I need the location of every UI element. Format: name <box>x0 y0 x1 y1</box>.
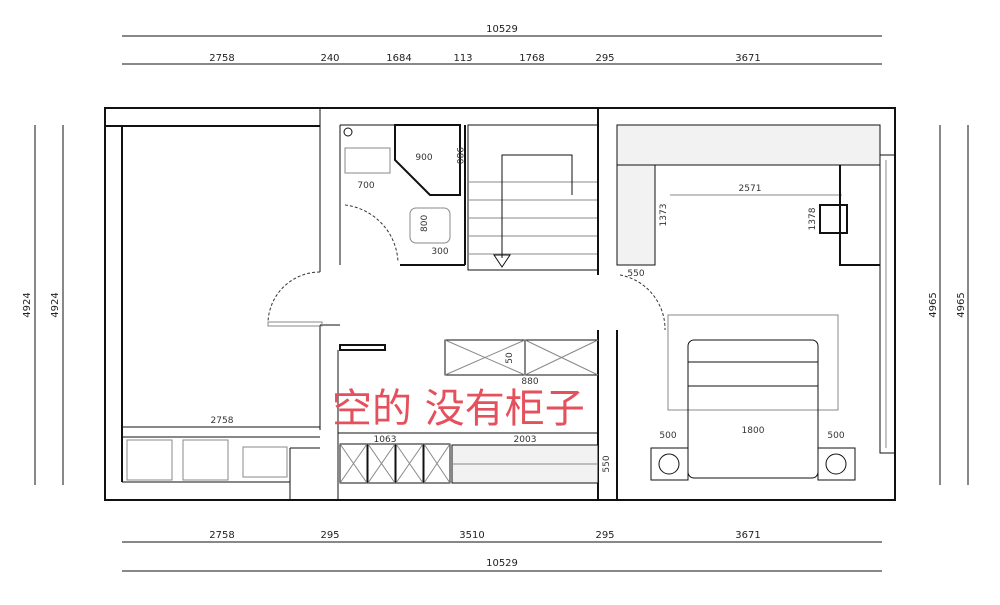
nightstand-left-label: 500 <box>659 431 676 441</box>
side-dimensions: 4924 4924 4965 4965 <box>22 125 969 485</box>
sink <box>242 446 288 478</box>
desk-height-label: 1378 <box>808 207 818 230</box>
dryer <box>182 439 229 481</box>
floor-drain <box>343 127 353 137</box>
cabinet-width-label: 880 <box>521 377 538 387</box>
lamp-icon <box>825 453 847 475</box>
dim-right-inner: 4965 <box>928 292 939 317</box>
wardrobe-width-label: 550 <box>627 269 644 279</box>
dim-left-inner: 4924 <box>50 292 61 317</box>
vanity-width-label: 700 <box>357 181 374 191</box>
dim-top-seg: 2758 <box>209 53 234 64</box>
dim-right-outer: 4965 <box>956 292 967 317</box>
bedroom: 1373 550 2571 1378 1800 500 500 <box>597 108 896 500</box>
stair-arrow-icon <box>493 254 511 268</box>
dim-bottom-seg: 295 <box>595 530 614 541</box>
bed <box>687 339 819 479</box>
hall-cabinets: 50 880 2003 1063 550 <box>337 339 612 500</box>
shower-depth-label: 980 <box>454 147 464 164</box>
dim-left-outer: 4924 <box>22 292 33 317</box>
dim-top-seg: 1684 <box>386 53 411 64</box>
bathroom: 700 900 980 800 300 <box>339 124 466 266</box>
desk-chair <box>819 204 848 234</box>
toilet-height-label: 800 <box>420 215 430 232</box>
cabinet-width-label: 2003 <box>514 435 537 445</box>
toilet <box>409 207 451 244</box>
dim-bottom-total: 10529 <box>486 558 518 569</box>
dim-top-seg: 240 <box>320 53 339 64</box>
dim-top-total: 10529 <box>486 24 518 35</box>
lower-cabinets <box>339 443 451 484</box>
shower <box>394 124 461 196</box>
vanity <box>344 147 391 174</box>
cabinet-width-label: 1063 <box>374 435 397 445</box>
washer <box>126 439 173 481</box>
upper-cabinet <box>444 339 599 376</box>
toilet-width-label: 300 <box>431 247 448 257</box>
dim-bottom-seg: 2758 <box>209 530 234 541</box>
shower-width-label: 900 <box>415 153 432 163</box>
nightstand-right-label: 500 <box>827 431 844 441</box>
annotation-text: 空的 没有柜子 <box>332 386 585 432</box>
top-dimensions: 10529 2758 240 1684 113 1768 295 3671 <box>122 24 882 65</box>
wardrobe-left <box>616 164 656 266</box>
rug <box>667 314 839 411</box>
staircase <box>467 124 599 271</box>
wardrobe-bottom-depth-label: 550 <box>602 455 612 472</box>
dim-bottom-seg: 295 <box>320 530 339 541</box>
door-swing <box>267 271 321 326</box>
outer-wall <box>104 107 896 501</box>
wardrobe-top <box>616 124 881 166</box>
bottom-dimensions: 2758 295 3510 295 3671 10529 <box>122 530 882 572</box>
nightstand-right <box>817 447 856 481</box>
dim-top-seg: 295 <box>595 53 614 64</box>
dim-bottom-seg: 3510 <box>459 530 484 541</box>
cabinet-depth-label: 50 <box>505 352 515 364</box>
wardrobe-height-label: 1373 <box>659 204 669 227</box>
living-room: 2758 <box>122 108 340 481</box>
window <box>879 154 896 454</box>
dim-top-seg: 113 <box>453 53 472 64</box>
lamp-icon <box>658 453 680 475</box>
nightstand-left <box>650 447 689 481</box>
dim-bottom-seg: 3671 <box>735 530 760 541</box>
door-swing <box>344 204 399 263</box>
bedroom-width-label: 2571 <box>739 184 762 194</box>
door-swing <box>619 274 666 331</box>
dim-top-seg: 3671 <box>735 53 760 64</box>
bed-width-label: 1800 <box>742 426 765 436</box>
living-width-label: 2758 <box>211 416 234 426</box>
dim-top-seg: 1768 <box>519 53 544 64</box>
